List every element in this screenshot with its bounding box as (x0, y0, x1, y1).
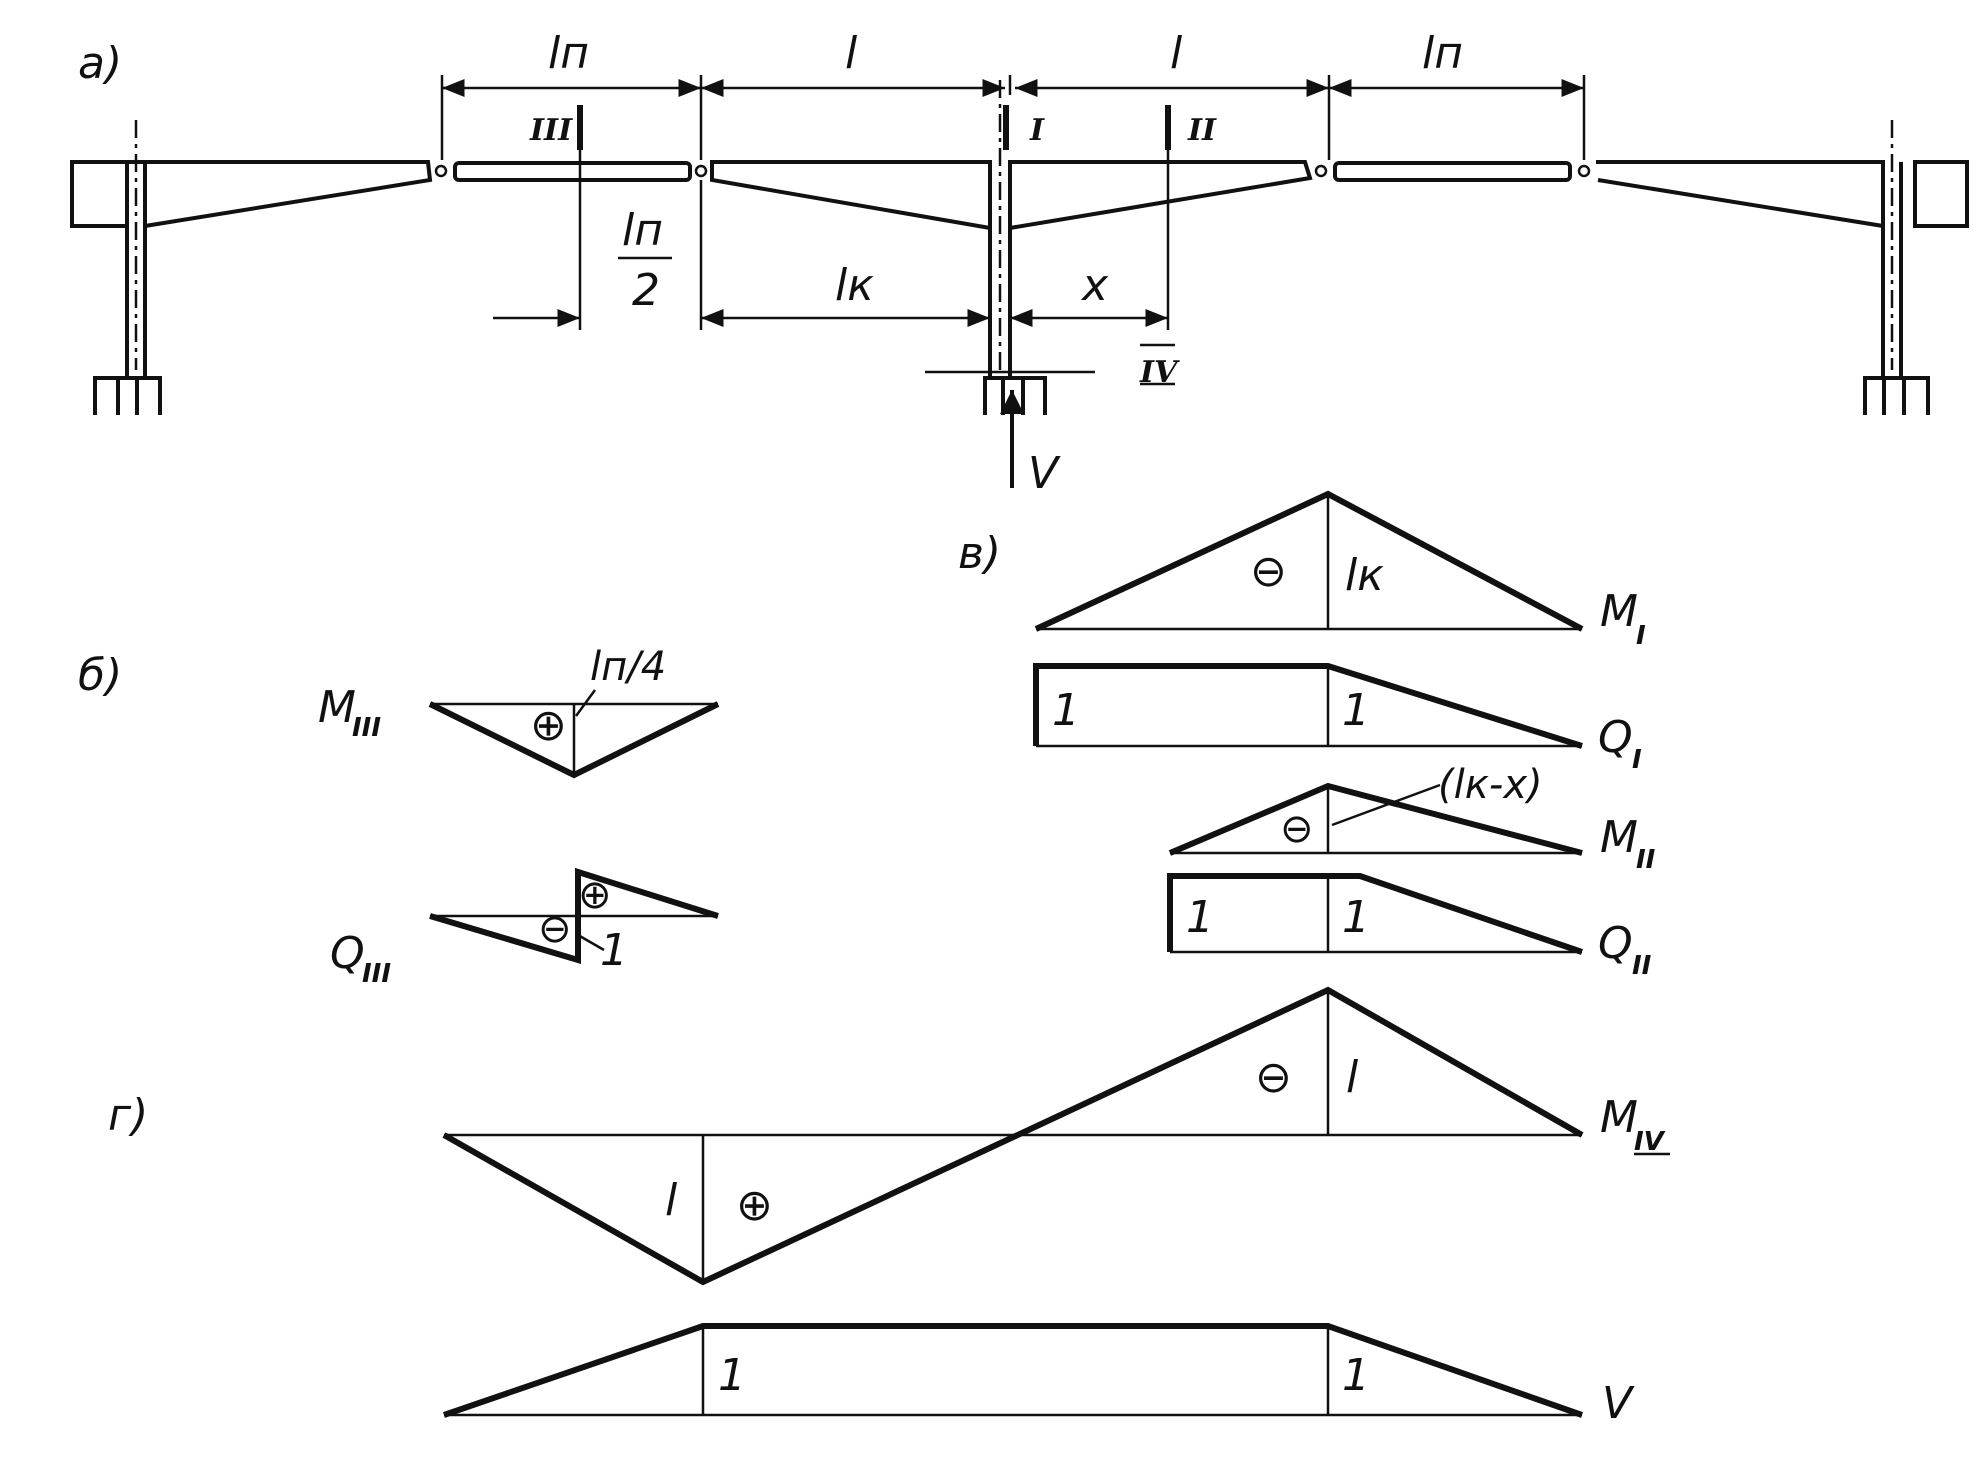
q-ii-label: Q (1598, 918, 1633, 969)
left-cantilever (127, 160, 433, 228)
m-iv-negative-sign: ⊖ (1255, 1052, 1292, 1103)
section-ii-label: II (1187, 113, 1217, 148)
dim-l-left: l (845, 28, 858, 79)
central-cantilever-left-arm (710, 160, 992, 231)
m-ii-subscript: II (1636, 845, 1656, 875)
m-iii-label: M (318, 682, 356, 733)
right-suspended-span (1333, 161, 1572, 182)
central-cantilever-right-arm (1008, 160, 1313, 231)
left-suspended-span (453, 161, 692, 182)
dim-lp-half-num: lп (622, 205, 663, 256)
section-iii-label: III (529, 113, 573, 148)
right-pier (1863, 120, 1969, 415)
dim-lp-half-den: 2 (632, 265, 660, 316)
q-i-right-value: 1 (1342, 685, 1370, 736)
q-ii-left-value: 1 (1186, 892, 1214, 943)
top-dimension-line: lп l l lп (440, 28, 1586, 160)
m-iv-subscript: IV (1634, 1127, 1666, 1157)
m-iv-positive-value: l (665, 1175, 678, 1226)
panel-v-label: в) (958, 528, 1001, 579)
v-left-value: 1 (718, 1350, 746, 1401)
dim-x: x (1080, 260, 1109, 311)
v-label: V (1602, 1378, 1635, 1429)
q-iii-sign-negative: ⊖ (538, 906, 572, 952)
panel-g-label: г) (108, 1090, 148, 1141)
m-iv-label: M (1600, 1092, 1638, 1143)
q-ii-subscript: II (1632, 951, 1652, 981)
panel-a-label: а) (78, 38, 122, 89)
m-ii-label: M (1600, 812, 1638, 863)
influence-line-m-iii: M III ⊕ lп/4 (318, 644, 720, 779)
m-ii-sign: ⊖ (1280, 806, 1314, 852)
m-i-label: M (1600, 586, 1638, 637)
q-iii-value: 1 (600, 925, 628, 976)
dim-l-right: l (1170, 28, 1183, 79)
dim-lp-right: lп (1422, 28, 1463, 79)
dim-lk: lк (835, 260, 874, 311)
panel-v-influence-lines-sections-i-ii: в) ⊖ lк M I 1 1 Q I ⊖ (lк-x) (958, 490, 1656, 981)
influence-line-m-i: ⊖ lк M I (1034, 490, 1646, 651)
influence-line-q-ii: 1 1 Q II (1167, 873, 1652, 981)
dim-lp-left: lп (548, 28, 589, 79)
reaction-label: V (1028, 448, 1061, 499)
m-iii-subscript: III (352, 713, 381, 743)
q-i-subscript: I (1632, 745, 1642, 775)
panel-g-influence-lines-section-iv: г) l ⊕ ⊖ l M IV 1 1 V (108, 986, 1670, 1429)
m-iii-value: lп/4 (590, 644, 666, 690)
influence-line-q-i: 1 1 Q I (1033, 663, 1642, 775)
q-i-left-value: 1 (1052, 685, 1080, 736)
panel-a-bridge-scheme: а) (70, 28, 1969, 499)
v-right-value: 1 (1342, 1350, 1370, 1401)
q-ii-right-value: 1 (1342, 892, 1370, 943)
panel-b-influence-lines-section-iii: б) M III ⊕ lп/4 Q III ⊕ ⊖ 1 (78, 644, 720, 989)
q-iii-sign-positive: ⊕ (578, 872, 612, 918)
influence-line-m-iv: l ⊕ ⊖ l M IV (442, 986, 1670, 1286)
right-cantilever (1596, 160, 1885, 229)
q-i-label: Q (1598, 712, 1633, 763)
m-i-subscript: I (1636, 621, 1646, 651)
q-iii-subscript: III (362, 959, 391, 989)
influence-line-m-ii: ⊖ (lк-x) M II (1168, 762, 1656, 875)
q-iii-label: Q (330, 928, 365, 979)
lower-dimension-line: lп 2 lк x (493, 150, 1170, 330)
m-iv-positive-sign: ⊕ (736, 1180, 773, 1231)
m-i-value: lк (1345, 550, 1384, 601)
m-i-sign: ⊖ (1250, 546, 1287, 597)
central-pier (925, 80, 1095, 415)
panel-b-label: б) (78, 650, 122, 701)
m-ii-value: (lк-x) (1438, 762, 1543, 808)
hinges (434, 164, 1591, 178)
section-marks: III I II IV (529, 105, 1217, 390)
reaction-arrow-v: V (1000, 390, 1061, 499)
influence-line-v: 1 1 V (443, 1323, 1635, 1429)
section-i-label: I (1029, 113, 1045, 148)
m-iii-sign: ⊕ (530, 700, 567, 751)
left-pier (70, 120, 162, 415)
influence-line-q-iii: Q III ⊕ ⊖ 1 (330, 867, 719, 989)
m-iv-negative-value: l (1346, 1052, 1359, 1103)
